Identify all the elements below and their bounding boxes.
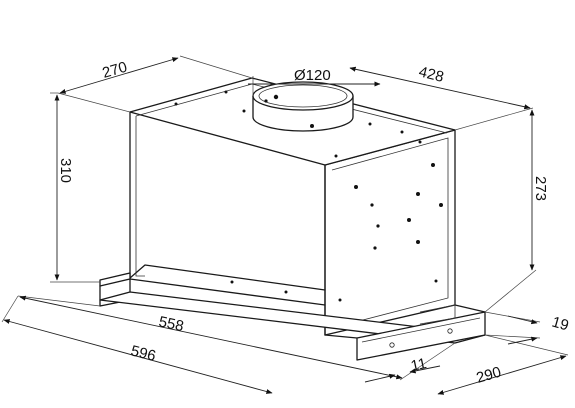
dim-width-top: 428 [349,63,534,131]
dim-bottom-offset: 19 [484,311,571,345]
dim-310-label: 310 [57,158,74,183]
dim-273-label: 273 [532,176,549,201]
dim-height-right: 273 [484,109,549,313]
dim-558-label: 558 [157,313,185,335]
damper-hinge-icon [273,94,279,100]
duct-collar-inner-rim [258,84,348,108]
drawer-rear-connector [454,304,486,313]
drawer-side-connector [324,334,358,339]
drawer-rail [419,304,456,325]
dim-596-label: 596 [129,342,157,365]
drawer-lip-hole-left [389,342,395,348]
dim-11-label: 11 [409,355,428,375]
side-notch [135,268,145,277]
duct-collar [252,81,354,132]
front-box-bottom [129,264,326,291]
duct-collar-top [252,81,354,111]
dim-width-outer: 596 [1,295,273,394]
right-side-panel [324,129,456,336]
dim-428-label: 428 [417,63,445,86]
top-panel-holes [174,90,422,158]
damper-pin-icon [264,99,268,103]
dim-duct-label: Ø120 [294,67,331,84]
collar-rivet-icon [310,124,314,128]
dim-depth-top: 270 [57,55,253,113]
dim-height-left: 310 [50,92,100,283]
drawer-lip-hole-right [447,328,453,334]
dim-290-label: 290 [474,364,503,387]
dim-270-label: 270 [100,59,129,82]
dim-19-label: 19 [550,314,571,335]
dim-depth-bottom: 290 [437,334,569,395]
dim-front-lip: 11 [364,355,441,383]
